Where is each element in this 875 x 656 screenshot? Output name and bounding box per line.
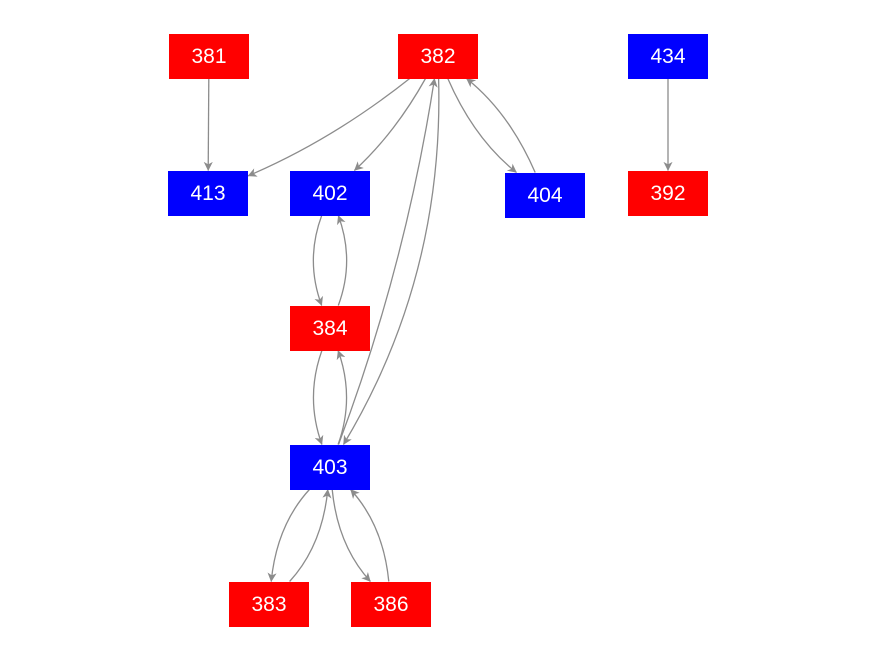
graph-edge-386-403 <box>350 489 390 582</box>
graph-edge-384-402 <box>337 215 348 306</box>
graph-edge-404-382 <box>466 77 536 173</box>
node-label: 384 <box>312 316 348 340</box>
node-label: 383 <box>251 592 287 616</box>
node-label: 434 <box>650 44 686 68</box>
graph-edge-382-413 <box>247 77 411 177</box>
graph-node-434: 434 <box>628 33 708 79</box>
graph-edge-383-403 <box>289 489 332 582</box>
node-label: 403 <box>312 455 348 479</box>
graph-edge-382-402 <box>353 78 427 171</box>
graph-edge-382-404 <box>447 78 517 174</box>
graph-edge-402-384 <box>312 215 323 306</box>
graph-edge-403-384 <box>336 350 348 445</box>
graph-node-403: 403 <box>290 444 370 490</box>
node-label: 381 <box>191 44 227 68</box>
graph-edge-403-382 <box>337 78 438 445</box>
node-label: 382 <box>420 44 456 68</box>
graph-node-392: 392 <box>628 170 708 216</box>
graph-edge-403-386 <box>331 489 371 582</box>
node-label: 402 <box>312 181 348 205</box>
graph-node-381: 381 <box>169 33 249 79</box>
node-label: 392 <box>650 181 686 205</box>
graph-edge-382-403 <box>342 78 440 445</box>
graph-node-383: 383 <box>229 581 309 627</box>
graph-node-402: 402 <box>290 170 370 216</box>
graph-edge-403-383 <box>267 489 310 582</box>
node-label: 386 <box>373 592 409 616</box>
graph-node-384: 384 <box>290 305 370 351</box>
graph-edge-384-403 <box>312 350 324 445</box>
graph-node-386: 386 <box>351 581 431 627</box>
graph-node-404: 404 <box>505 172 585 218</box>
node-label: 404 <box>527 183 563 207</box>
graph-node-382: 382 <box>398 33 478 79</box>
graph-edge-381-413 <box>203 78 213 171</box>
graph-node-413: 413 <box>168 170 248 216</box>
node-label: 413 <box>190 181 226 205</box>
